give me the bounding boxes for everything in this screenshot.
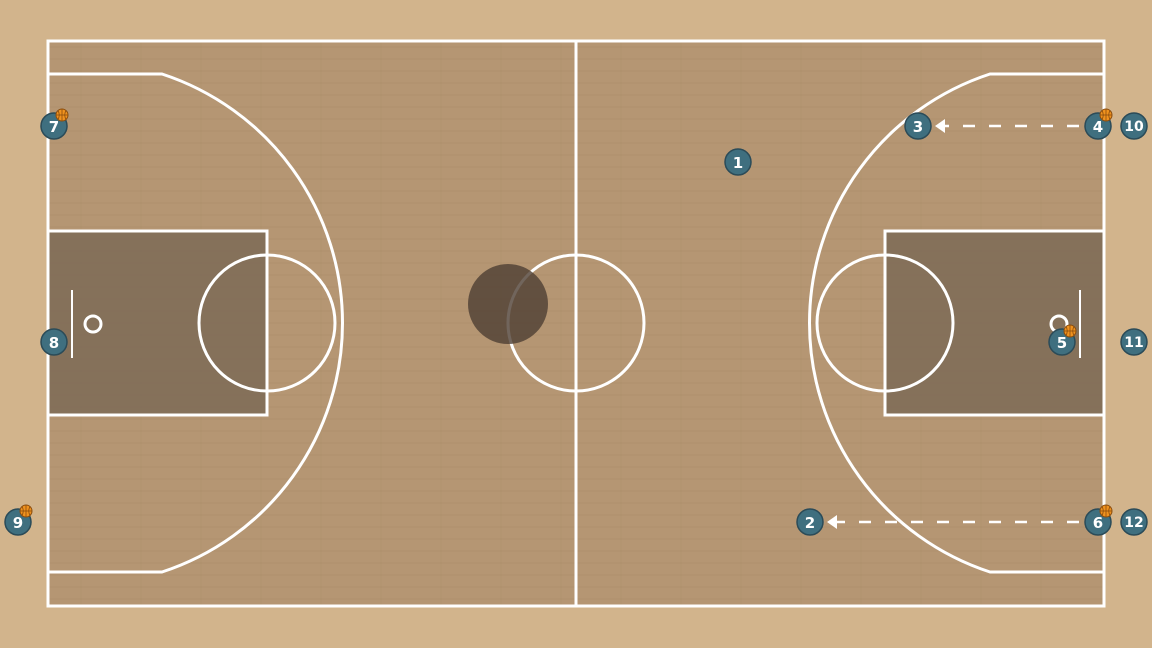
player-number: 4 (1093, 118, 1103, 136)
player-marker (796, 508, 824, 536)
player-number: 2 (805, 514, 815, 532)
basketball-icon (55, 108, 69, 122)
right-paint (883, 229, 1106, 417)
right-free-throw-circle (815, 253, 955, 393)
player-5[interactable]: 5 (1048, 324, 1077, 356)
player-marker (1120, 508, 1148, 536)
player-2[interactable]: 2 (796, 508, 824, 536)
player-number: 3 (913, 118, 923, 136)
player-9[interactable]: 9 (4, 504, 33, 536)
player-marker (1120, 112, 1148, 140)
player-number: 6 (1093, 514, 1103, 532)
basketball-icon (19, 504, 33, 518)
player-number: 7 (49, 118, 59, 136)
pass-arrowhead (827, 515, 837, 529)
player-10[interactable]: 10 (1120, 112, 1148, 140)
player-8[interactable]: 8 (40, 328, 68, 356)
player-1[interactable]: 1 (724, 148, 752, 176)
player-number: 5 (1057, 334, 1067, 352)
player-marker (1120, 328, 1148, 356)
left-free-throw-circle (197, 253, 337, 393)
player-4[interactable]: 4 (1084, 108, 1113, 140)
player-11[interactable]: 11 (1120, 328, 1148, 356)
basketball-icon (1099, 108, 1113, 122)
player-number: 8 (49, 334, 59, 352)
pass-arrows (827, 119, 1079, 529)
player-3[interactable]: 3 (904, 112, 932, 140)
basketball-icon (1063, 324, 1077, 338)
player-7[interactable]: 7 (40, 108, 69, 140)
player-number: 9 (13, 514, 23, 532)
left-three-point-line (48, 72, 344, 574)
basketball-icon (1099, 504, 1113, 518)
pass-arrowhead (935, 119, 945, 133)
player-number: 11 (1124, 335, 1143, 351)
player-marker (724, 148, 752, 176)
player-number: 1 (733, 154, 743, 172)
player-number: 12 (1124, 515, 1143, 531)
left-rim (83, 314, 103, 334)
left-paint (46, 229, 269, 417)
player-6[interactable]: 6 (1084, 504, 1113, 536)
center-logo (468, 264, 548, 344)
player-12[interactable]: 12 (1120, 508, 1148, 536)
player-marker (904, 112, 932, 140)
player-number: 10 (1124, 119, 1144, 135)
player-marker (40, 328, 68, 356)
